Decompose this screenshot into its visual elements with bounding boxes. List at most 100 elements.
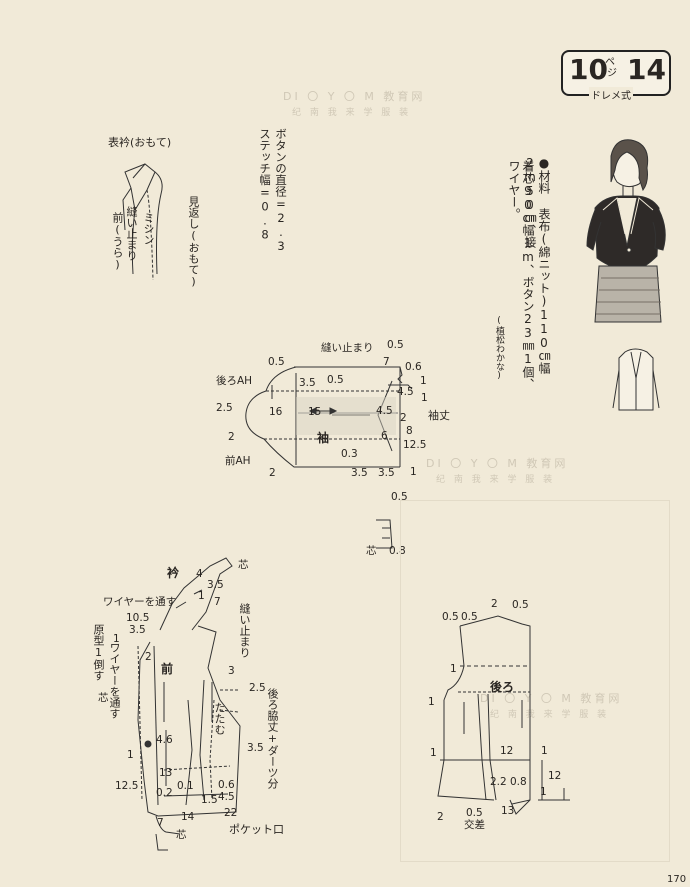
back-num: 1 bbox=[450, 663, 457, 675]
button-diameter-note: ボタンの直径=2.3 bbox=[274, 128, 288, 253]
materials-line1: ●材料 表布(綿ニット)110㎝幅2m50㎝、接 bbox=[523, 156, 551, 374]
watermark-low-1: DI 〇 Y 〇 M 教育网 bbox=[480, 692, 623, 705]
sleeve-pattern-drawing bbox=[245, 366, 413, 468]
front-num: 7 bbox=[157, 817, 164, 829]
sleeve-num: 3.5 bbox=[351, 467, 368, 479]
front-center-label: 前 bbox=[161, 662, 174, 676]
sleeve-num: 1 bbox=[420, 375, 427, 387]
sleeve-num: 2 bbox=[228, 431, 235, 443]
back-num: 0.5 bbox=[512, 599, 529, 611]
back-num: 2 bbox=[491, 598, 498, 610]
badge-unit-2: ジ bbox=[607, 68, 617, 79]
back-num: 0.5 bbox=[461, 611, 478, 623]
front-num: 10.5 bbox=[126, 612, 150, 624]
sleeve-num: 1 bbox=[421, 392, 428, 404]
page-number: 170 bbox=[667, 874, 687, 885]
front-num: 0.6 bbox=[218, 779, 235, 791]
front-wire-note-2: ワイヤーを通す bbox=[108, 642, 121, 719]
back-num: 0.5 bbox=[466, 807, 483, 819]
materials-line2: 着芯90㎝幅1m、ボタン23㎜1個、ワイヤー。 bbox=[507, 160, 535, 390]
stop-label: 縫い止まり bbox=[125, 206, 138, 261]
back-num: 1 bbox=[540, 786, 547, 798]
front-num: 4.5 bbox=[218, 791, 235, 803]
sleeve-num: 0.3 bbox=[341, 448, 358, 460]
sleeve-num: 15 bbox=[308, 406, 322, 418]
sleeve-num: 3.5 bbox=[378, 467, 395, 479]
sleeve-num: 7 bbox=[383, 356, 390, 368]
watermark-top-1: DI 〇 Y 〇 M 教育网 bbox=[283, 90, 426, 103]
sleeve-num: 2 bbox=[400, 412, 407, 424]
back-num: 12 bbox=[548, 770, 562, 782]
back-num: 2.2 bbox=[490, 776, 507, 788]
front-num: 7 bbox=[214, 596, 221, 608]
front-base-label: 原型1倒す bbox=[92, 624, 105, 681]
front-num: 3.5 bbox=[129, 624, 146, 636]
front-num: 1.5 bbox=[201, 794, 218, 806]
front-num: 4 bbox=[196, 568, 203, 580]
sleeve-stop-label: 縫い止まり bbox=[321, 342, 374, 354]
sleeve-front-ah: 前AH bbox=[225, 455, 251, 467]
sleeve-num: 0.5 bbox=[268, 356, 285, 368]
front-num: 1 bbox=[113, 633, 120, 645]
front-num: 1 bbox=[127, 749, 134, 761]
watermark-mid-2: 纪 南 我 来 学 服 装 bbox=[436, 475, 556, 485]
sleeve-num: 2.5 bbox=[216, 402, 233, 414]
badge-unit-1: ペ bbox=[605, 57, 615, 68]
front-wire-note: ワイヤーを通す bbox=[103, 596, 177, 608]
sleeve-num: 8 bbox=[406, 425, 413, 437]
interfacing-label: 芯 bbox=[366, 545, 377, 557]
front-pocket-label: ポケット口 bbox=[229, 823, 284, 836]
back-num: 13 bbox=[501, 805, 515, 817]
sleeve-num: 4.5 bbox=[397, 386, 414, 398]
front-num: 2.5 bbox=[249, 682, 266, 694]
stitch-label: ミシン bbox=[142, 212, 155, 245]
front-num: 0.1 bbox=[177, 780, 194, 792]
front-num: 22 bbox=[224, 807, 238, 819]
interfacing-piece-drawing bbox=[376, 519, 393, 549]
sleeve-num: 16 bbox=[269, 406, 283, 418]
back-num: 12 bbox=[500, 745, 514, 757]
back-num: 1 bbox=[428, 696, 435, 708]
back-pattern-drawing bbox=[437, 615, 570, 815]
front-collar-label: 衿 bbox=[167, 566, 180, 580]
badge-page-right: 14 bbox=[627, 53, 666, 86]
model-illustration bbox=[586, 139, 666, 411]
front-num: 3 bbox=[228, 665, 235, 677]
front-back-label: 前(うら) bbox=[111, 212, 124, 271]
sleeve-num: 2 bbox=[269, 467, 276, 479]
sleeve-num: 0.5 bbox=[327, 374, 344, 386]
sleeve-num: 0.6 bbox=[405, 361, 422, 373]
back-diff-label: 交差 bbox=[464, 819, 485, 831]
back-num: 2 bbox=[437, 811, 444, 823]
materials-credit: (植松わかな) bbox=[494, 316, 504, 381]
front-core-2: 芯 bbox=[98, 692, 109, 704]
badge-subtitle: ドレメ式 bbox=[589, 87, 633, 102]
front-num: 3.5 bbox=[207, 579, 224, 591]
front-num: 2 bbox=[145, 651, 152, 663]
back-center-label: 後ろ bbox=[490, 680, 515, 694]
front-pattern-drawing bbox=[137, 557, 241, 851]
panel-outline bbox=[400, 500, 670, 862]
watermark-low-2: 纪 南 我 来 学 服 装 bbox=[490, 710, 610, 720]
front-stop-label: 縫い止まり bbox=[238, 603, 251, 658]
back-num: 1 bbox=[430, 747, 437, 759]
collar-top-label: 表衿(おもて) bbox=[108, 136, 172, 149]
front-num: 0.2 bbox=[156, 787, 173, 799]
sleeve-num: 0.5 bbox=[391, 491, 408, 503]
sleeve-num: 0.5 bbox=[387, 339, 404, 351]
front-num: 12.5 bbox=[115, 780, 139, 792]
watermark-top-2: 纪 南 我 来 学 服 装 bbox=[292, 108, 412, 118]
sleeve-num: 3.5 bbox=[299, 377, 316, 389]
front-num: 1 bbox=[198, 590, 205, 602]
sleeve-back-ah: 後ろAH bbox=[216, 375, 253, 387]
back-num: 0.5 bbox=[442, 611, 459, 623]
collar-detail-drawing bbox=[122, 163, 163, 281]
interfacing-num: 0.8 bbox=[389, 545, 406, 557]
front-num: 4.6 bbox=[156, 734, 173, 746]
watermark-mid-1: DI 〇 Y 〇 M 教育网 bbox=[426, 457, 569, 470]
badge-page-left: 10 bbox=[569, 53, 608, 86]
front-num: 13 bbox=[159, 767, 173, 779]
facing-label: 見返し(おもて) bbox=[187, 196, 200, 288]
front-core-1: 芯 bbox=[238, 559, 249, 571]
sleeve-num: 1 bbox=[410, 466, 417, 478]
